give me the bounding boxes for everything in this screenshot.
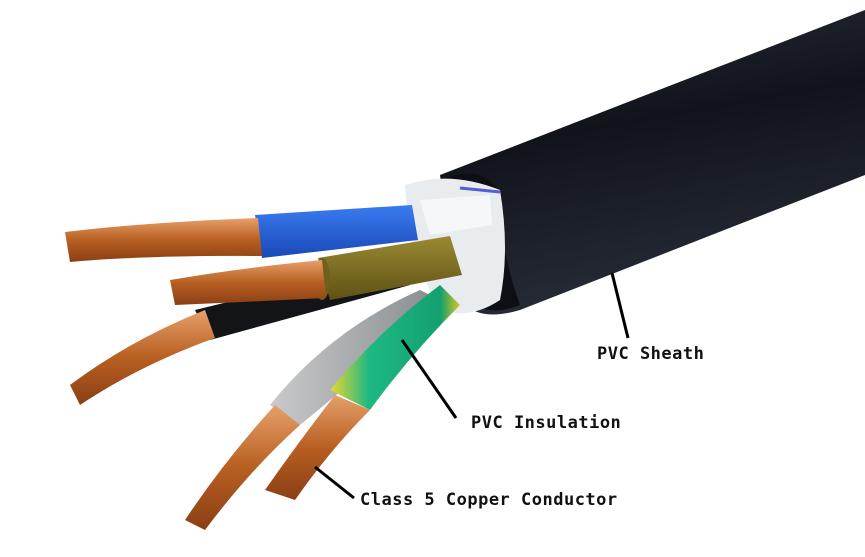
leader-line-insulation [400,339,458,419]
leader-line-conductor [314,465,355,500]
label-pvc-insulation: PVC Insulation [471,413,622,433]
core-brown [170,236,462,305]
core-green-yellow [265,285,460,500]
label-copper-conductor: Class 5 Copper Conductor [360,490,618,510]
leader-lines [314,272,630,500]
label-pvc-sheath: PVC Sheath [597,344,705,364]
core-blue [65,205,418,262]
leader-line-sheath [610,272,630,339]
